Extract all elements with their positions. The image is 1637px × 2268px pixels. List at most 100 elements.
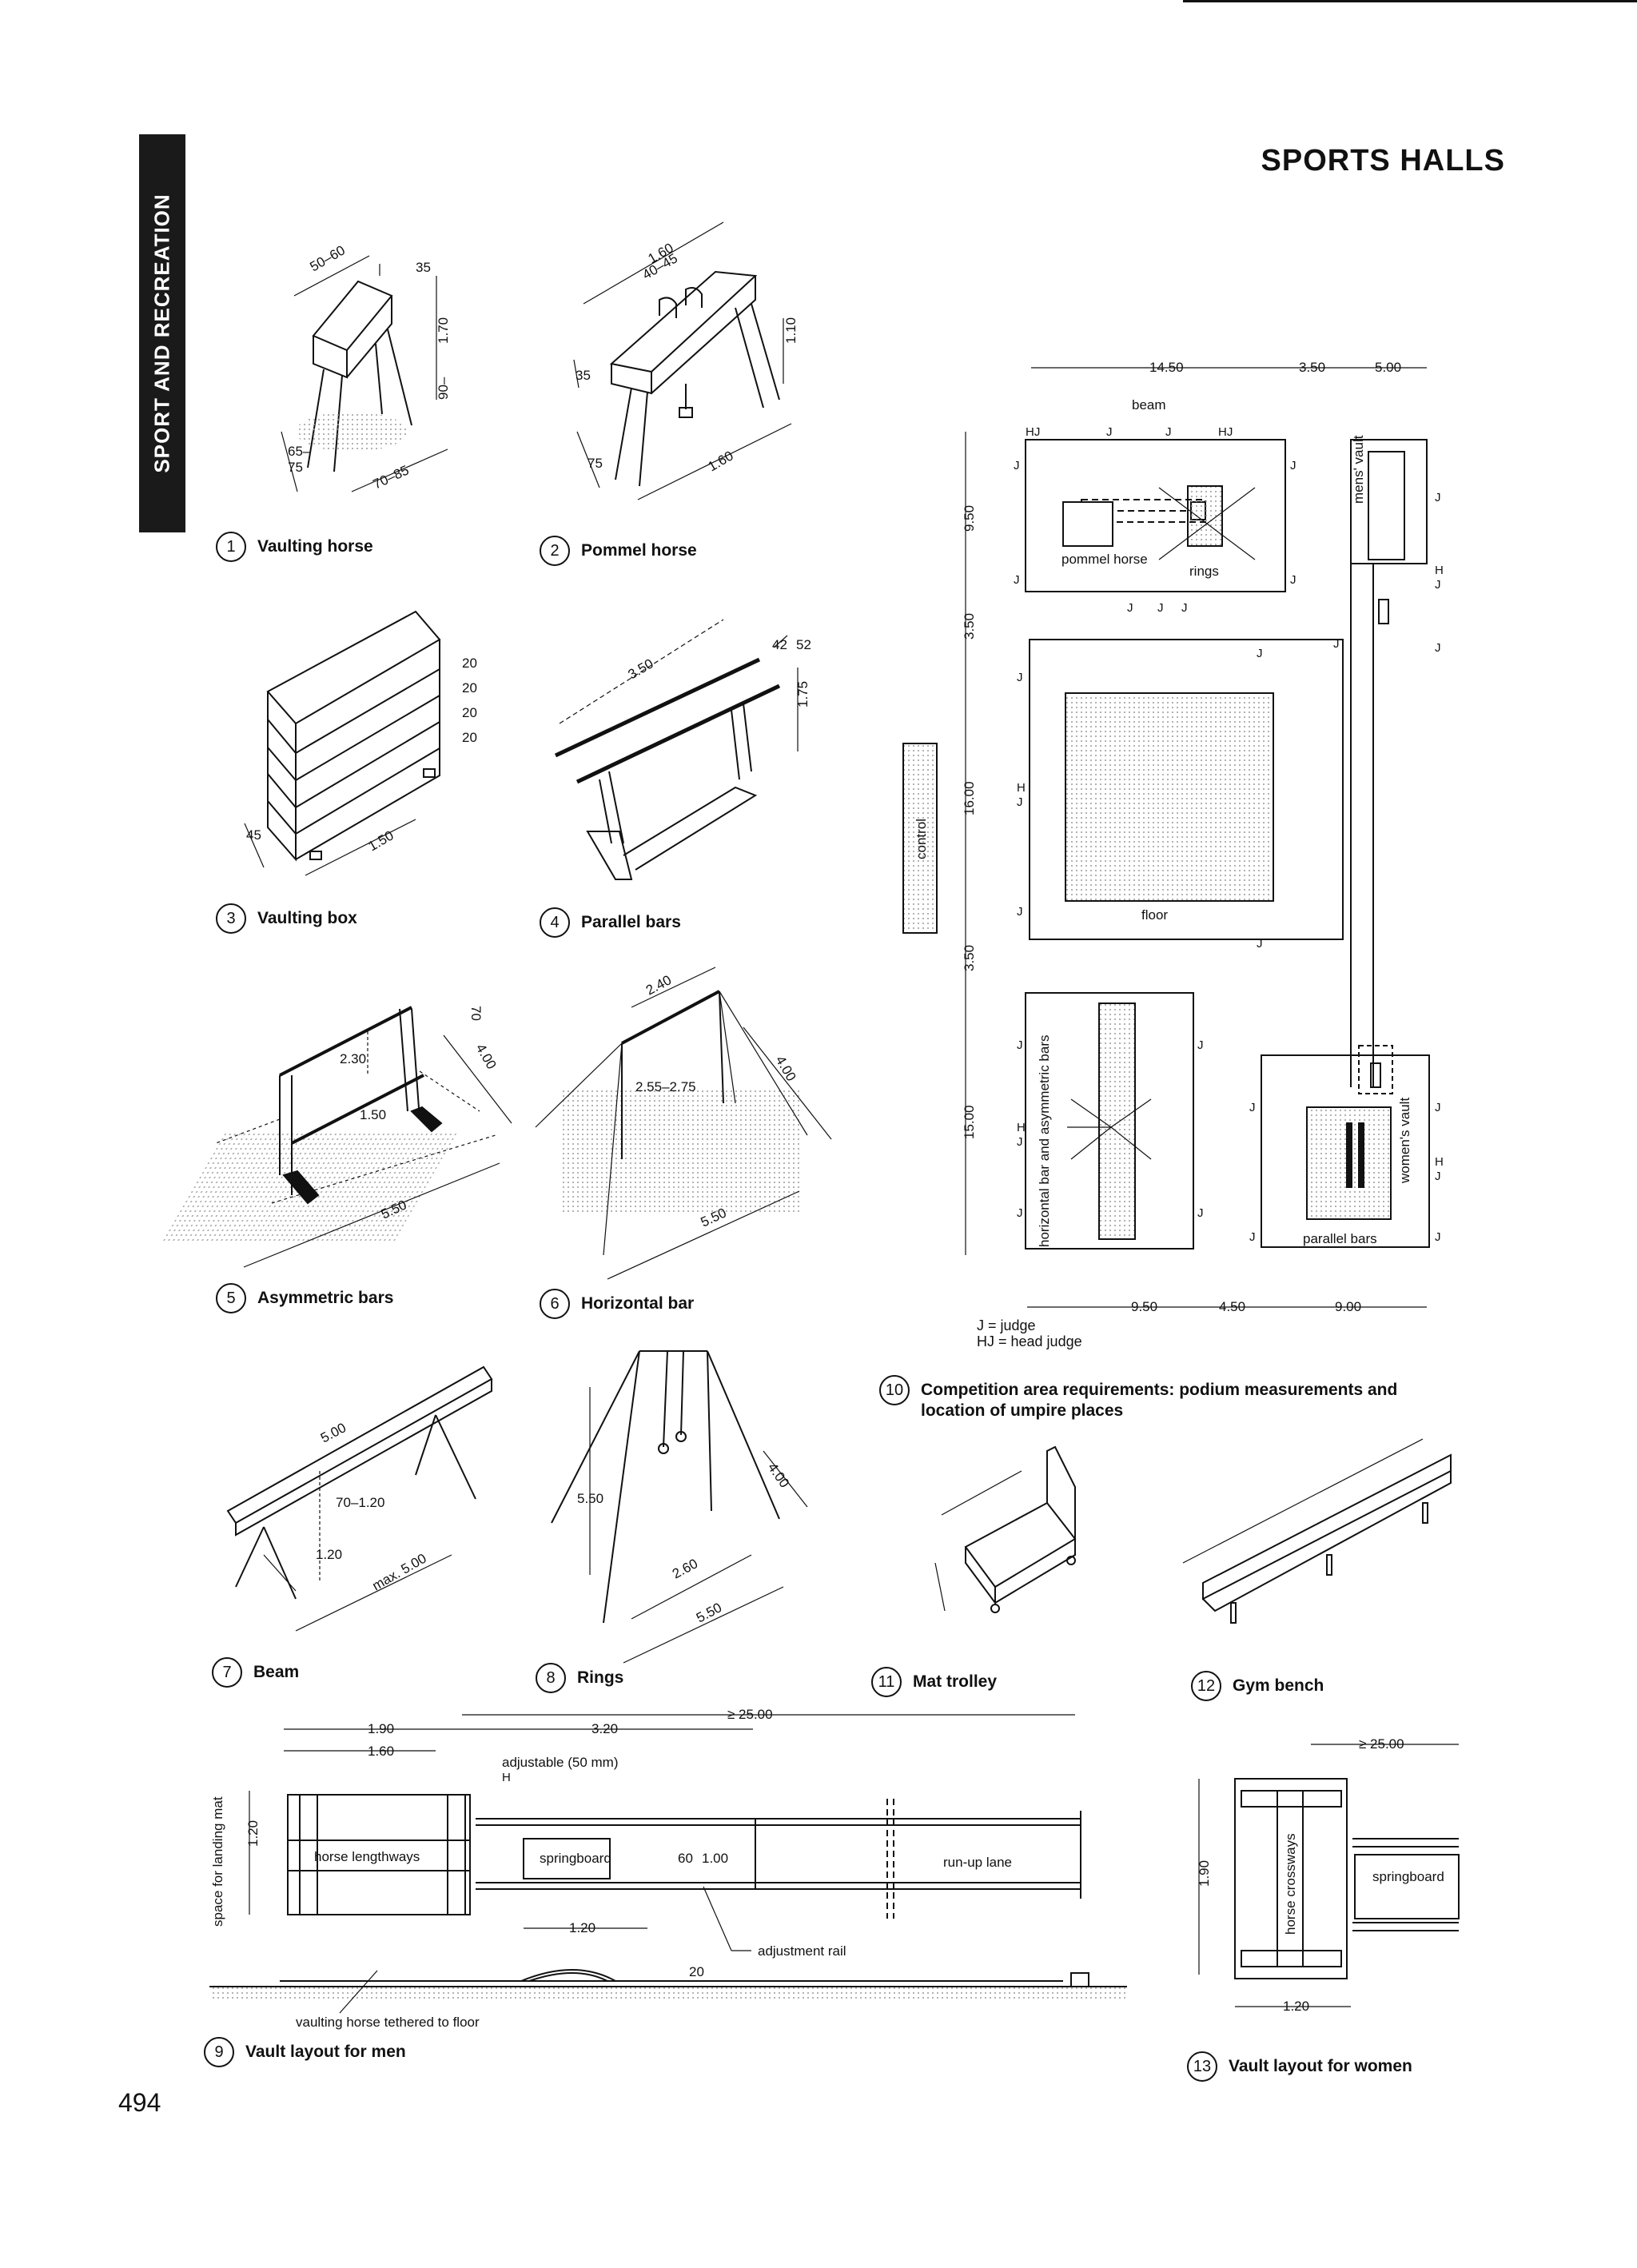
dim-label: 4.00 (773, 1054, 799, 1084)
dim-label: 60 (678, 1851, 693, 1866)
judge-marker: J (1249, 1101, 1256, 1114)
dim-label: 3.50 (626, 656, 656, 682)
dim-label: 2.30 (340, 1051, 366, 1066)
judge-marker: H (1017, 781, 1026, 795)
figure-number: 9 (204, 2037, 234, 2067)
asymmetric-bars-drawing (161, 1006, 512, 1268)
vault-women-plan (1198, 1744, 1460, 2007)
bars-label: horizontal bar and asymmetric bars (1037, 1034, 1052, 1247)
dim-label: 16.00 (962, 781, 977, 815)
figure-number: 2 (540, 536, 570, 566)
figure-number: 13 (1187, 2051, 1217, 2082)
dim-label: 4.00 (473, 1042, 500, 1072)
dim-label: 4.50 (1219, 1299, 1245, 1314)
runup-lane-label: run-up lane (943, 1855, 1012, 1870)
judge-marker: J (1017, 1038, 1023, 1052)
judge-marker: J (1017, 905, 1023, 919)
judge-marker: J (1157, 601, 1164, 615)
parallel-bars-drawing (554, 619, 799, 880)
dim-label: 3.50 (1299, 360, 1325, 375)
dim-label: 35 (416, 260, 431, 275)
dim-label: 1.50 (360, 1107, 386, 1122)
dim-label: 1.60 (706, 448, 736, 474)
legend-judge: J = judge (977, 1317, 1036, 1333)
beam-drawing (226, 1365, 493, 1632)
dim-label: 1.10 (783, 317, 799, 344)
dim-label: 50–60 (308, 242, 348, 274)
page-title: SPORTS HALLS (1261, 144, 1505, 177)
dim-label: 9.50 (1131, 1299, 1157, 1314)
figure-number: 5 (216, 1283, 246, 1313)
tether-label: vaulting horse tethered to floor (296, 2015, 480, 2030)
vaulting-horse-drawing (281, 255, 448, 492)
dim-label: 14.50 (1149, 360, 1184, 375)
h-label: H (502, 1771, 511, 1784)
horse-crossways-label: horse crossways (1283, 1833, 1298, 1935)
figure-number: 1 (216, 532, 246, 562)
dim-label: 5.00 (318, 1420, 349, 1445)
dim-label: 70–1.20 (336, 1495, 384, 1510)
judge-marker: J (1333, 637, 1340, 651)
springboard-label: springboard (1372, 1869, 1444, 1884)
judge-marker: J (1257, 937, 1263, 951)
judge-marker: J (1165, 425, 1172, 439)
dim-label: 1.20 (316, 1547, 342, 1562)
judge-marker: J (1290, 459, 1296, 472)
parallel-bars-label: parallel bars (1303, 1231, 1377, 1246)
landing-mat-label: space for landing mat (210, 1796, 225, 1927)
dim-label: 90– (436, 377, 451, 400)
dim-label: 1.00 (702, 1851, 728, 1866)
dim-label: 20 (462, 656, 477, 671)
mens-vault-label: mens' vault (1351, 435, 1366, 504)
judge-marker: J (1017, 795, 1023, 809)
figure-number: 12 (1191, 1671, 1221, 1701)
judge-marker: H (1017, 1121, 1026, 1134)
dim-label: 52 (796, 637, 811, 652)
dim-label: 20 (462, 680, 477, 696)
judge-marker: J (1181, 601, 1188, 615)
dim-label: 4.00 (765, 1460, 793, 1490)
competition-area-plan (902, 367, 1430, 1308)
judge-marker: HJ (1218, 425, 1233, 439)
judge-marker: J (1435, 641, 1441, 655)
figure-number: 10 (879, 1375, 910, 1405)
judge-marker: HJ (1026, 425, 1040, 439)
dim-label: 1.20 (569, 1920, 595, 1935)
judge-marker: J (1014, 459, 1020, 472)
judge-marker: J (1435, 491, 1441, 504)
judge-marker: J (1127, 601, 1133, 615)
judge-marker: J (1290, 573, 1296, 587)
vaulting-box-drawing (244, 610, 441, 876)
figure-number: 7 (212, 1657, 242, 1688)
figure-number: 6 (540, 1289, 570, 1319)
dim-label: 2.55–2.75 (635, 1079, 696, 1094)
header-rule (1183, 0, 1637, 2)
dim-label: 1.20 (1283, 1999, 1309, 2014)
dim-label: 75 (288, 460, 303, 475)
judge-marker: J (1435, 1101, 1441, 1114)
judge-marker: H (1435, 564, 1444, 577)
judge-marker: J (1249, 1230, 1256, 1244)
dim-label: ≥ 25.00 (727, 1707, 773, 1722)
dim-label: 20 (462, 705, 477, 720)
dim-label: 1.20 (245, 1820, 261, 1847)
figure-number: 4 (540, 907, 570, 938)
dim-label: max. 5.00 (370, 1551, 429, 1594)
dim-label: 70–85 (371, 462, 412, 492)
dim-label: 1.75 (795, 681, 811, 708)
dim-label: 1.60 (368, 1744, 394, 1759)
dim-label: 5.00 (1375, 360, 1401, 375)
judge-marker: J (1435, 1230, 1441, 1244)
dim-label: 3.20 (591, 1721, 618, 1736)
page-number: 494 (118, 2088, 161, 2117)
rings-drawing (551, 1350, 808, 1664)
dim-label: 5.50 (577, 1491, 603, 1506)
adjustable-label: adjustable (50 mm) (502, 1755, 619, 1770)
judge-marker: J (1197, 1038, 1204, 1052)
